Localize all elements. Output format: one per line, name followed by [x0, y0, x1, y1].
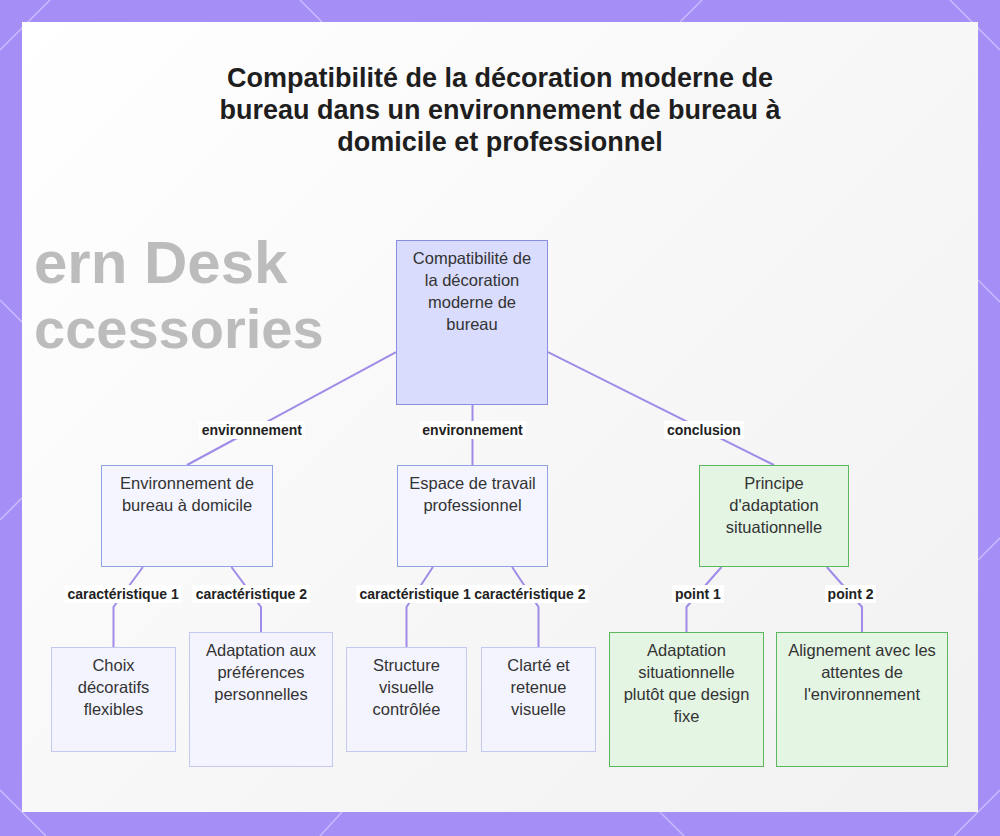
conclusion-box: Principe d'adaptation situationnelle: [699, 465, 849, 567]
node-text: Environnement de bureau à domicile: [110, 472, 264, 516]
connector-line: [114, 567, 143, 647]
topic-box: Structure visuelle contrôlée: [346, 647, 467, 752]
edge-label: conclusion: [664, 421, 744, 439]
diagram-title: Compatibilité de la décoration moderne d…: [210, 62, 790, 158]
conclusion-box: Adaptation situationnelle plutôt que des…: [609, 632, 764, 767]
connector-line: [407, 567, 433, 647]
edge-label: caractéristique 1: [64, 585, 181, 603]
node-text: Alignement avec les attentes de l'enviro…: [785, 639, 939, 705]
connector-line: [512, 567, 538, 647]
edge-label: environnement: [199, 421, 305, 439]
edge-label: environnement: [419, 421, 525, 439]
edge-label: point 2: [825, 585, 877, 603]
topic-box: Clarté et retenue visuelle: [481, 647, 596, 752]
watermark-text: ern Desk: [34, 228, 287, 297]
edge-label: caractéristique 2: [471, 585, 588, 603]
node-text: Choix décoratifs flexibles: [60, 654, 167, 720]
watermark-text: ccessories: [34, 296, 324, 361]
connector-line: [548, 352, 774, 465]
node-text: Principe d'adaptation situationnelle: [708, 472, 840, 538]
node-text: Espace de travail professionnel: [406, 472, 539, 516]
node-text: Clarté et retenue visuelle: [490, 654, 587, 720]
topic-box: Espace de travail professionnel: [397, 465, 548, 567]
topic-box: Adaptation aux préférences personnelles: [189, 632, 333, 767]
edge-label: caractéristique 1: [356, 585, 473, 603]
topic-box: Choix décoratifs flexibles: [51, 647, 176, 752]
conclusion-box: Alignement avec les attentes de l'enviro…: [776, 632, 948, 767]
edge-label: caractéristique 2: [193, 585, 310, 603]
node-text: Adaptation situationnelle plutôt que des…: [618, 639, 755, 727]
edge-label: point 1: [672, 585, 724, 603]
root-box: Compatibilité de la décoration moderne d…: [396, 240, 548, 405]
node-text: Adaptation aux préférences personnelles: [198, 639, 324, 705]
node-text: Compatibilité de la décoration moderne d…: [405, 247, 539, 335]
connector-line: [187, 352, 396, 465]
node-text: Structure visuelle contrôlée: [355, 654, 458, 720]
topic-box: Environnement de bureau à domicile: [101, 465, 273, 567]
